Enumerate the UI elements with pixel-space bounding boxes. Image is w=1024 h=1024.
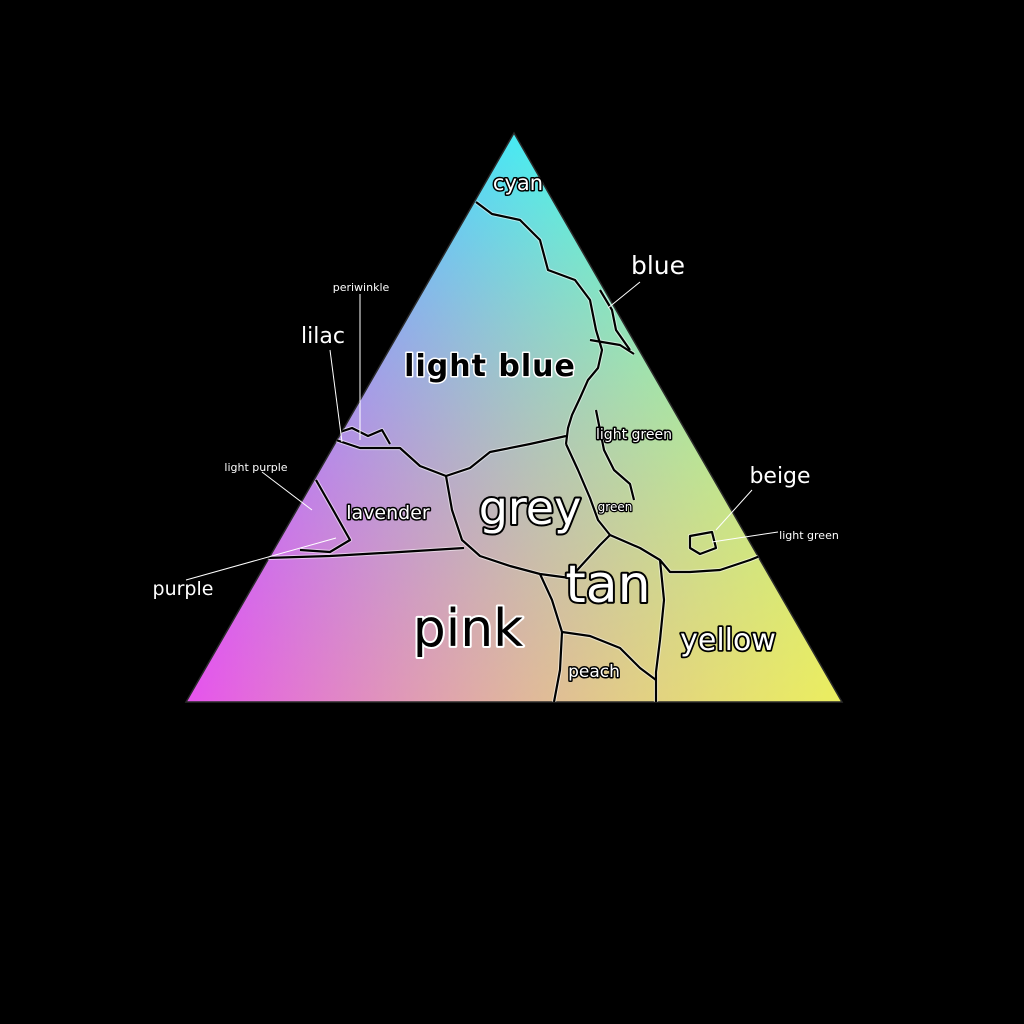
label-green: green [598,500,633,514]
label-pink: pink [413,599,524,659]
leader-lilac [329,349,343,443]
label-cyan: cyan [493,171,543,195]
leader-purple [185,537,337,581]
outside-labels: blue periwinkle lilac light purple beige… [153,251,839,600]
label-yellow: yellow [680,623,776,658]
leader-light-purple [261,471,313,511]
label-grey: grey [479,481,582,535]
leader-light-green-right [711,531,779,543]
label-light-blue: light blue [404,349,576,384]
leader-lines [185,281,779,581]
label-peach: peach [568,662,620,682]
region-labels: cyan light blue light green lavender gre… [345,170,778,684]
label-purple: purple [153,578,214,600]
label-light-green-upper: light green [596,427,672,443]
label-lavender: lavender [346,502,430,524]
leader-blue [607,281,641,309]
label-tan: tan [565,555,650,615]
label-light-purple: light purple [224,461,287,474]
label-light-green-right: light green [779,529,839,542]
region-boundaries [265,200,771,702]
label-periwinkle: periwinkle [333,281,390,294]
label-beige: beige [749,464,810,489]
leader-beige [715,489,753,531]
triangle-outline [184,131,844,703]
label-blue: blue [631,251,685,280]
label-lilac: lilac [301,324,345,349]
